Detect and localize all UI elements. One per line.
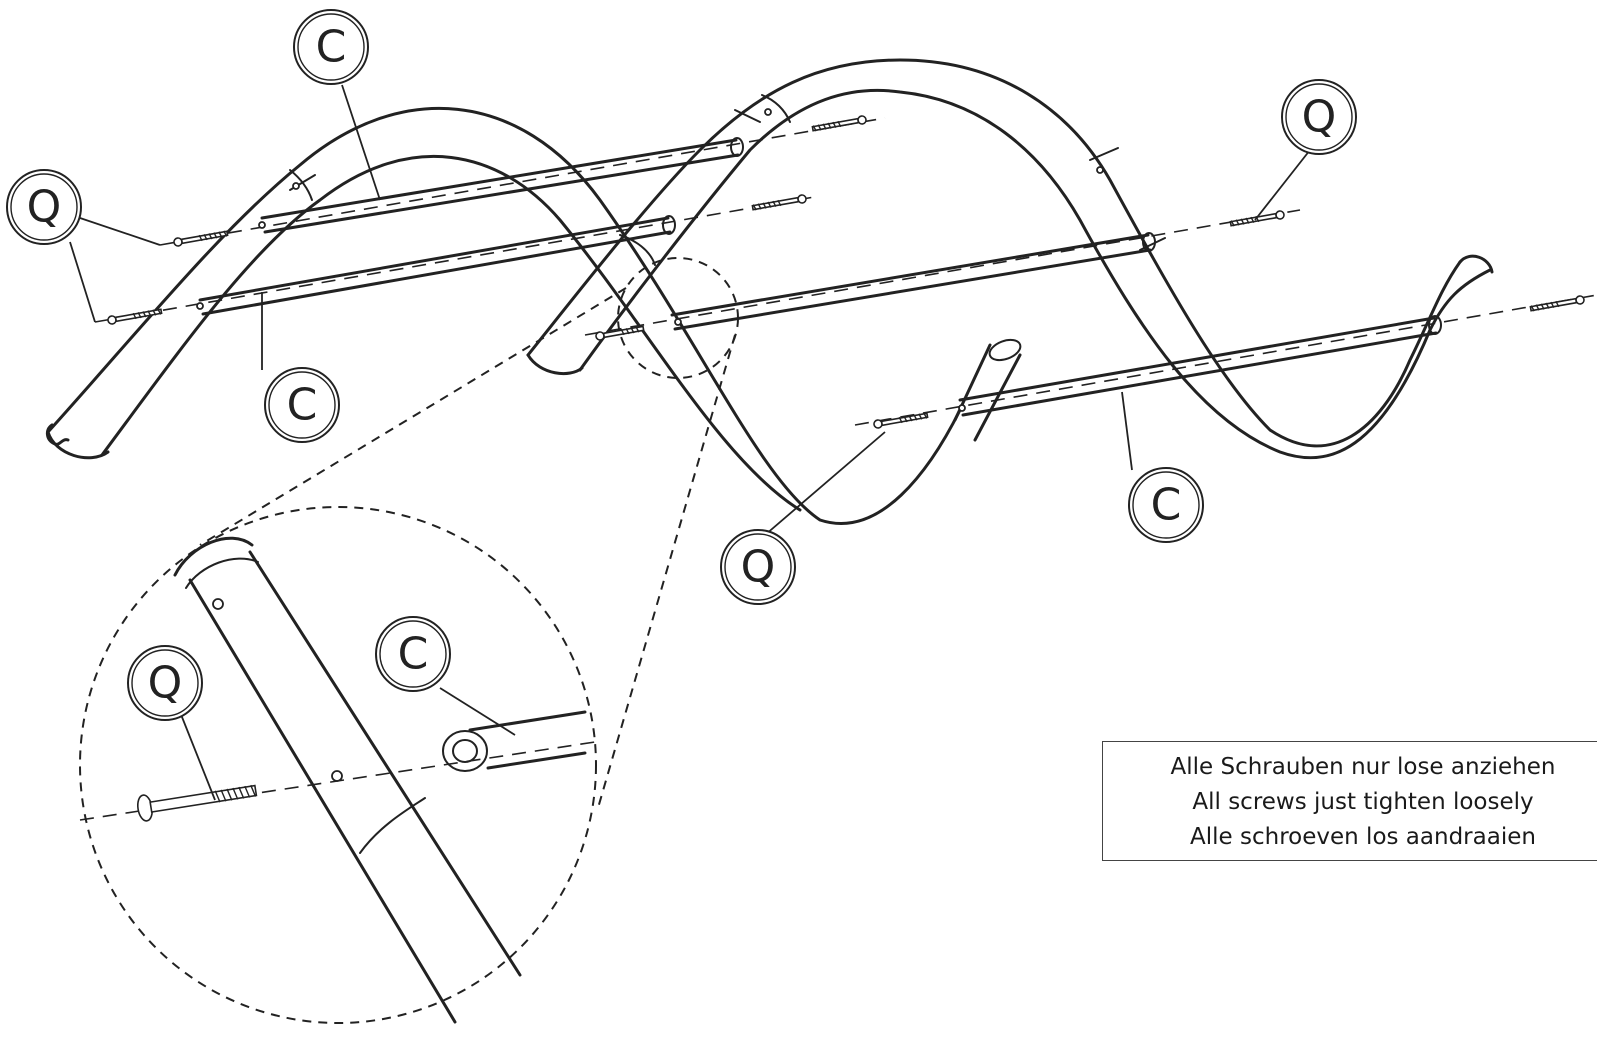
svg-text:C: C xyxy=(316,22,347,73)
crossbar xyxy=(198,137,1442,442)
svg-text:Q: Q xyxy=(1302,92,1337,143)
svg-text:Q: Q xyxy=(148,658,183,709)
svg-text:C: C xyxy=(398,629,429,680)
detail-zoom xyxy=(79,257,739,1024)
note-line-german: Alle Schrauben nur lose anziehen xyxy=(1170,754,1556,780)
screw-q xyxy=(107,115,1585,429)
svg-text:C: C xyxy=(287,380,318,431)
callout-c-right: C xyxy=(1128,467,1204,543)
callout-q-left: Q xyxy=(6,169,82,245)
callout-c-detail: C xyxy=(375,616,451,692)
callout-q-detail: Q xyxy=(127,645,203,721)
note-line-dutch: Alle schroeven los aandraaien xyxy=(1190,824,1536,850)
callout-c-mid-left: C xyxy=(264,367,340,443)
note-line-english: All screws just tighten loosely xyxy=(1192,789,1534,815)
callout-c-top-left: C xyxy=(293,9,369,85)
svg-text:Q: Q xyxy=(27,182,62,233)
callout-q-bottom-center: Q xyxy=(720,529,796,605)
svg-text:C: C xyxy=(1151,480,1182,531)
callout-q-top-right: Q xyxy=(1281,79,1357,155)
leader-lines xyxy=(69,84,1311,801)
tube-frame xyxy=(46,58,1597,525)
instruction-note: Alle Schrauben nur lose anziehen All scr… xyxy=(1102,741,1597,861)
svg-text:Q: Q xyxy=(741,542,776,593)
